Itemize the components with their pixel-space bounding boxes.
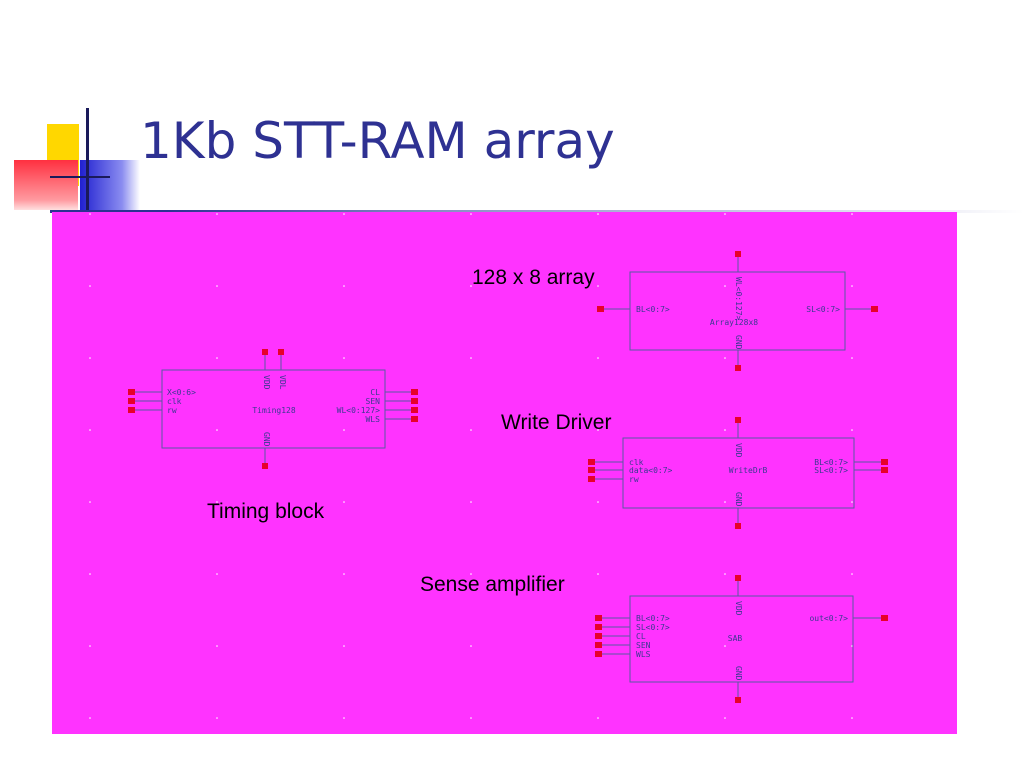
decor-short-hline <box>50 176 110 178</box>
timing-vdl-label: VDL <box>278 375 287 390</box>
timing-out-1: SEN <box>366 397 381 406</box>
decor-red-square <box>14 160 78 210</box>
decor-blue-square <box>80 160 140 210</box>
wd-in-2: rw <box>629 475 639 484</box>
schematic-svg: X<0:6> clk rw CL SEN WL<0:127> WLS Timin… <box>52 212 957 734</box>
sa-block-name: SAB <box>728 634 743 643</box>
wd-out-1: SL<0:7> <box>814 466 848 475</box>
sa-in-3: SEN <box>636 641 651 650</box>
pin-markers <box>128 251 888 703</box>
slide-title: 1Kb STT-RAM array <box>140 112 615 170</box>
timing-out-0: CL <box>370 388 380 397</box>
timing-out-3: WLS <box>366 415 381 424</box>
timing-in-1: clk <box>167 397 182 406</box>
timing-out-2: WL<0:127> <box>337 406 381 415</box>
timing-block-name: Timing128 <box>252 406 296 415</box>
caption-sense: Sense amplifier <box>420 573 565 596</box>
array-gnd-label: GND <box>734 335 743 350</box>
array-right-pin: SL<0:7> <box>806 305 840 314</box>
timing-in-0: X<0:6> <box>167 388 196 397</box>
title-underline <box>50 210 1024 213</box>
sa-vdd-label: VDD <box>734 601 743 616</box>
sa-in-1: SL<0:7> <box>636 623 670 632</box>
sa-in-0: BL<0:7> <box>636 614 670 623</box>
wd-in-0: clk <box>629 458 644 467</box>
sa-out-0: out<0:7> <box>809 614 848 623</box>
wd-gnd-label: GND <box>734 492 743 507</box>
sa-gnd-label: GND <box>734 666 743 681</box>
decor-vertical-line <box>86 108 89 214</box>
wd-out-0: BL<0:7> <box>814 458 848 467</box>
caption-array: 128 x 8 array <box>472 266 595 289</box>
timing-gnd-label: GND <box>262 432 271 447</box>
timing-in-2: rw <box>167 406 177 415</box>
grid-dots <box>52 212 957 734</box>
timing-block-box <box>161 369 386 449</box>
sa-in-4: WLS <box>636 650 651 659</box>
wd-block-name: WriteDrB <box>729 466 768 475</box>
schematic-canvas: X<0:6> clk rw CL SEN WL<0:127> WLS Timin… <box>52 212 957 734</box>
caption-write-driver: Write Driver <box>501 411 612 434</box>
wd-in-1: data<0:7> <box>629 466 673 475</box>
caption-timing: Timing block <box>207 500 325 523</box>
wd-vdd-label: VDD <box>734 443 743 458</box>
timing-vdd-label: VDD <box>262 375 271 390</box>
array-block-name: Array128x8 <box>710 318 758 327</box>
sense-amp-box <box>629 595 854 683</box>
array-wl-label: WL<0:127> <box>734 277 743 321</box>
array-left-pin: BL<0:7> <box>636 305 670 314</box>
sa-in-2: CL <box>636 632 646 641</box>
